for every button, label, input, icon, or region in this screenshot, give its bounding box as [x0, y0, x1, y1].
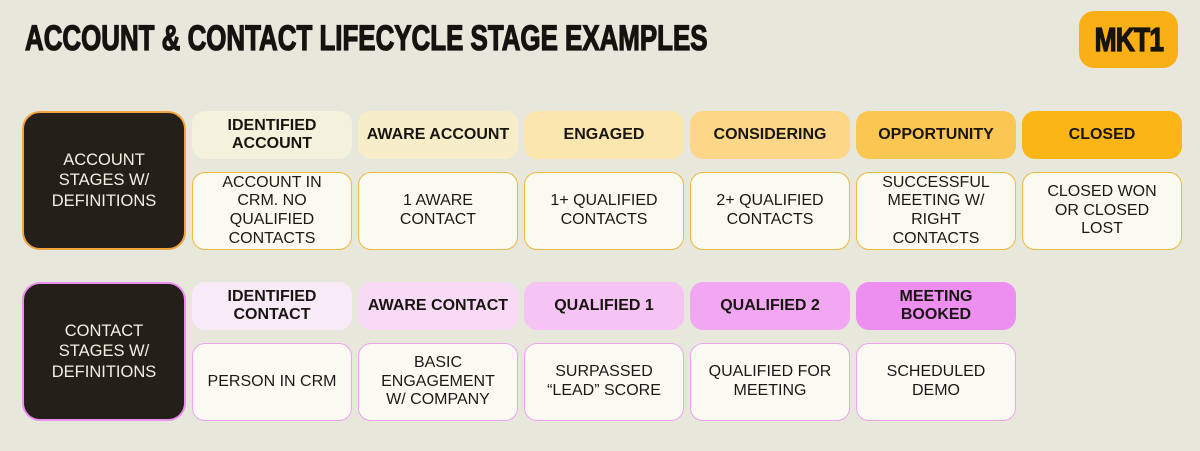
- stage-definition-closed: CLOSED WON OR CLOSED LOST: [1022, 172, 1182, 250]
- stage-definition-engaged: 1+ QUALIFIED CONTACTS: [524, 172, 684, 250]
- contact-stages-row: CONTACT STAGES W/ DEFINITIONS IDENTIFIED…: [22, 282, 1182, 421]
- account-stages-label-card: ACCOUNT STAGES W/ DEFINITIONS: [22, 111, 186, 250]
- stage-header-label: IDENTIFIED ACCOUNT: [227, 116, 317, 152]
- account-stages-row: ACCOUNT STAGES W/ DEFINITIONS IDENTIFIED…: [22, 111, 1182, 250]
- contact-stages-label-card: CONTACT STAGES W/ DEFINITIONS: [22, 282, 186, 421]
- stage-header-label: QUALIFIED 1: [554, 296, 654, 314]
- stage-header-label: MEETING BOOKED: [899, 287, 973, 323]
- stage-definition-considering: 2+ QUALIFIED CONTACTS: [690, 172, 850, 250]
- stage-definition-text: 2+ QUALIFIED CONTACTS: [716, 192, 824, 228]
- stage-definition-identified-contact: PERSON IN CRM: [192, 343, 352, 421]
- stage-header-aware-contact: AWARE CONTACT: [358, 282, 518, 330]
- stage-definition-text: 1 AWARE CONTACT: [399, 192, 477, 228]
- page-title-text: ACCOUNT & CONTACT LIFECYCLE STAGE EXAMPL…: [25, 19, 708, 58]
- stage-header-label: AWARE ACCOUNT: [366, 125, 510, 143]
- stage-definition-qualified-2: QUALIFIED FOR MEETING: [690, 343, 850, 421]
- stage-header-engaged: ENGAGED: [524, 111, 684, 159]
- stage-definition-meeting-booked: SCHEDULED DEMO: [856, 343, 1016, 421]
- account-stages-label: ACCOUNT STAGES W/ DEFINITIONS: [51, 150, 157, 210]
- stage-definition-text: BASIC ENGAGEMENT W/ COMPANY: [381, 353, 495, 409]
- stage-header-label: QUALIFIED 2: [720, 296, 820, 314]
- stage-header-qualified-2: QUALIFIED 2: [690, 282, 850, 330]
- stage-header-identified-contact: IDENTIFIED CONTACT: [192, 282, 352, 330]
- stage-definition-text: ACCOUNT IN CRM. NO QUALIFIED CONTACTS: [222, 173, 322, 247]
- stage-definition-text: CLOSED WON OR CLOSED LOST: [1047, 182, 1157, 238]
- stage-header-closed: CLOSED: [1022, 111, 1182, 159]
- stage-header-label: CONSIDERING: [713, 125, 827, 143]
- stage-definition-identified-account: ACCOUNT IN CRM. NO QUALIFIED CONTACTS: [192, 172, 352, 250]
- stage-definition-text: SURPASSED “LEAD” SCORE: [547, 363, 661, 399]
- stage-header-label: CLOSED: [1068, 125, 1136, 143]
- mkt1-logo-text: MKT1: [1094, 20, 1165, 58]
- mkt1-logo-badge: MKT1: [1079, 11, 1178, 68]
- stage-definition-opportunity: SUCCESSFUL MEETING W/ RIGHT CONTACTS: [856, 172, 1016, 250]
- stage-header-label: ENGAGED: [563, 125, 645, 143]
- stage-header-aware-account: AWARE ACCOUNT: [358, 111, 518, 159]
- stage-header-meeting-booked: MEETING BOOKED: [856, 282, 1016, 330]
- page-title: ACCOUNT & CONTACT LIFECYCLE STAGE EXAMPL…: [25, 19, 947, 58]
- stage-definition-aware-contact: BASIC ENGAGEMENT W/ COMPANY: [358, 343, 518, 421]
- stage-header-qualified-1: QUALIFIED 1: [524, 282, 684, 330]
- stage-header-label: IDENTIFIED CONTACT: [227, 287, 317, 323]
- stage-header-label: OPPORTUNITY: [878, 125, 994, 143]
- stage-header-opportunity: OPPORTUNITY: [856, 111, 1016, 159]
- stage-definition-text: 1+ QUALIFIED CONTACTS: [550, 192, 658, 228]
- stage-definition-text: SUCCESSFUL MEETING W/ RIGHT CONTACTS: [882, 173, 990, 247]
- stage-header-label: AWARE CONTACT: [367, 296, 509, 314]
- stage-definition-text: PERSON IN CRM: [207, 372, 337, 390]
- contact-stages-label: CONTACT STAGES W/ DEFINITIONS: [51, 321, 157, 381]
- stage-definition-qualified-1: SURPASSED “LEAD” SCORE: [524, 343, 684, 421]
- stage-definition-aware-account: 1 AWARE CONTACT: [358, 172, 518, 250]
- stage-definition-text: QUALIFIED FOR MEETING: [708, 363, 832, 399]
- stage-header-identified-account: IDENTIFIED ACCOUNT: [192, 111, 352, 159]
- stage-header-considering: CONSIDERING: [690, 111, 850, 159]
- stage-definition-text: SCHEDULED DEMO: [886, 363, 986, 399]
